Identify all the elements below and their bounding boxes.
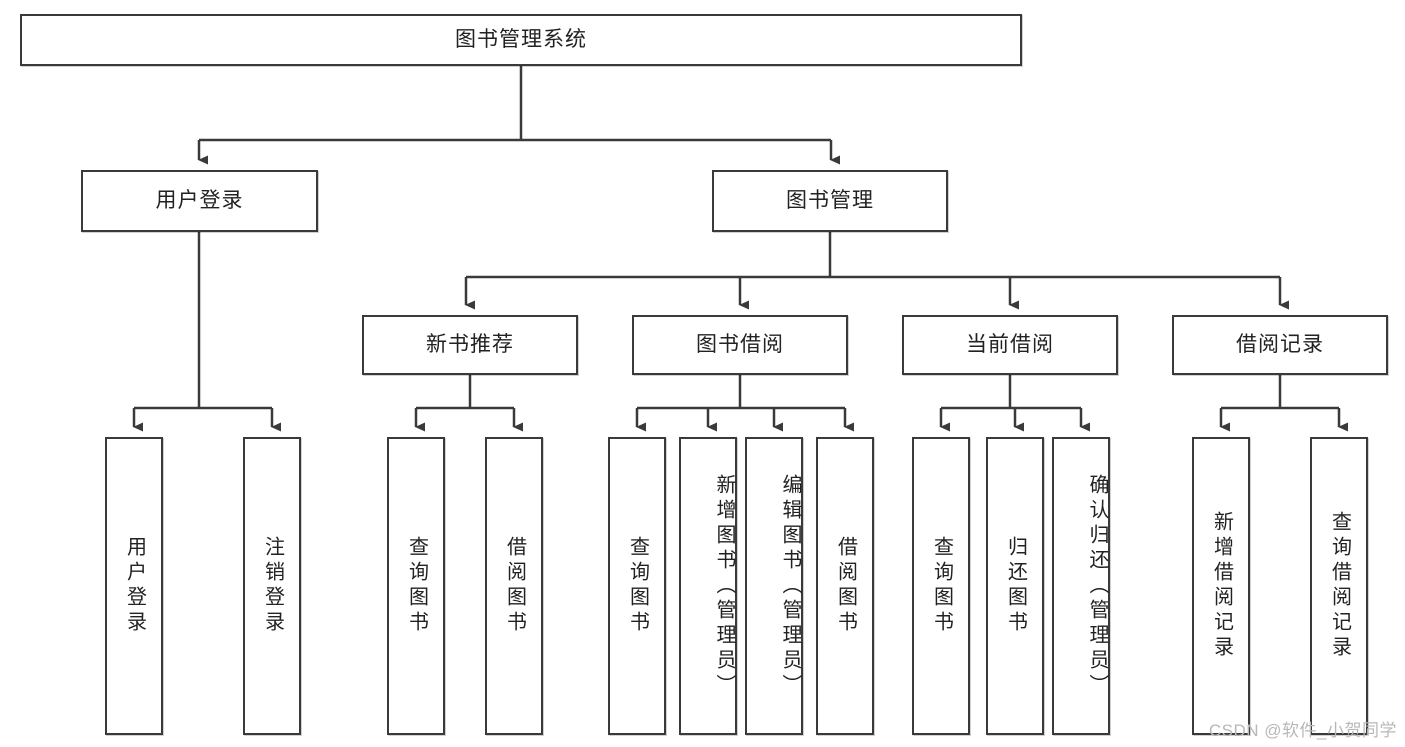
- node-label: 用户登录: [123, 536, 146, 636]
- node-label: 图书借阅: [696, 333, 784, 357]
- node-label: 借阅图书: [834, 536, 857, 636]
- leaf-borrow-add-book-admin[interactable]: 新增图书（管理员）: [679, 437, 737, 735]
- node-book-borrowing[interactable]: 图书借阅: [632, 315, 848, 375]
- leaf-user-logout[interactable]: 注销登录: [243, 437, 301, 735]
- node-root-book-management-system[interactable]: 图书管理系统: [20, 14, 1022, 66]
- node-label: 当前借阅: [966, 333, 1054, 357]
- leaf-borrow-edit-book-admin[interactable]: 编辑图书（管理员）: [745, 437, 803, 735]
- node-new-book-recommendation[interactable]: 新书推荐: [362, 315, 578, 375]
- leaf-new-book-query-book[interactable]: 查询图书: [387, 437, 445, 735]
- node-label: 查询图书: [930, 536, 953, 636]
- node-label: 用户登录: [155, 189, 244, 213]
- node-label: 查询借阅记录: [1328, 511, 1351, 661]
- node-label: 查询图书: [626, 536, 649, 636]
- node-current-borrowing[interactable]: 当前借阅: [902, 315, 1118, 375]
- leaf-current-confirm-return-admin[interactable]: 确认归还（管理员）: [1052, 437, 1110, 735]
- node-label: 确认归还（管理员）: [1086, 473, 1108, 699]
- node-label: 新增图书（管理员）: [713, 473, 735, 699]
- node-label: 注销登录: [261, 536, 284, 636]
- node-label: 新书推荐: [426, 333, 514, 357]
- node-borrowing-records[interactable]: 借阅记录: [1172, 315, 1388, 375]
- leaf-borrow-lend-book[interactable]: 借阅图书: [816, 437, 874, 735]
- node-user-login[interactable]: 用户登录: [81, 170, 318, 232]
- leaf-record-add-borrow-record[interactable]: 新增借阅记录: [1192, 437, 1250, 735]
- node-label: 归还图书: [1004, 536, 1027, 636]
- leaf-user-login[interactable]: 用户登录: [105, 437, 163, 735]
- leaf-new-book-borrow-book[interactable]: 借阅图书: [485, 437, 543, 735]
- node-label: 借阅图书: [503, 536, 526, 636]
- node-label: 图书管理: [786, 189, 874, 213]
- watermark: CSDN @软件_小贺同学: [1208, 721, 1397, 740]
- leaf-borrow-query-book[interactable]: 查询图书: [608, 437, 666, 735]
- leaf-current-return-book[interactable]: 归还图书: [986, 437, 1044, 735]
- node-label: 图书管理系统: [455, 28, 587, 52]
- node-label: 借阅记录: [1236, 333, 1324, 357]
- leaf-record-query-borrow-record[interactable]: 查询借阅记录: [1310, 437, 1368, 735]
- node-book-management[interactable]: 图书管理: [712, 170, 948, 232]
- node-label: 查询图书: [405, 536, 428, 636]
- leaf-current-query-book[interactable]: 查询图书: [912, 437, 970, 735]
- node-label: 编辑图书（管理员）: [779, 473, 801, 699]
- node-label: 新增借阅记录: [1210, 511, 1233, 661]
